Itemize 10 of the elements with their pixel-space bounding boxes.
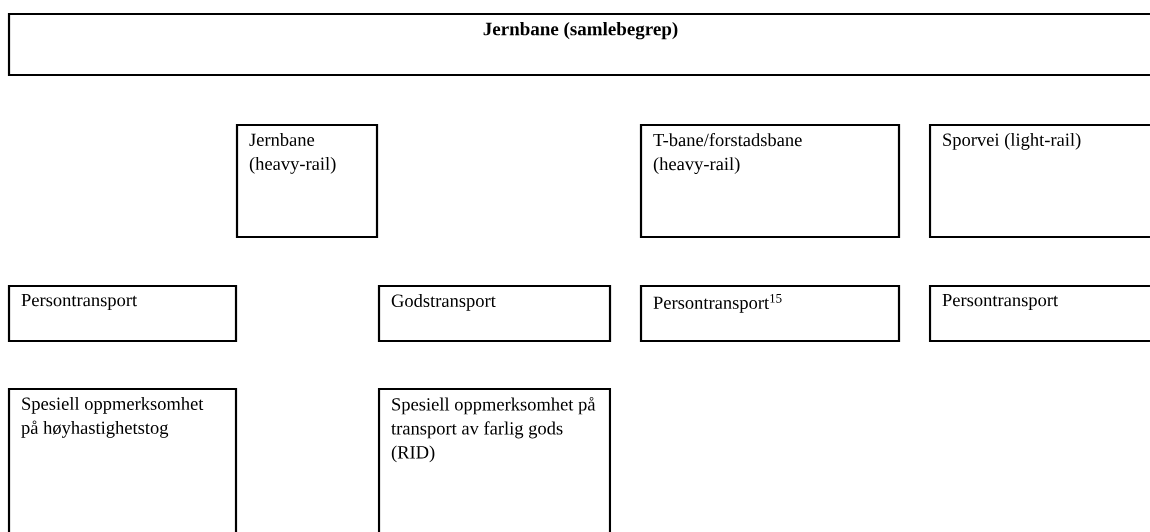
category-box: Spesiell oppmerksomhet på transport av farlig gods (RID) [377,387,612,532]
category-box: Godstransport [377,284,612,343]
category-box: Sporvei (light-rail) [928,123,1150,239]
category-box: Spesiell oppmerksomhet på høyhastighetstog [7,387,238,532]
category-box: Jernbane (heavy-rail) [235,123,379,239]
category-box: Persontransport$^{15}$ [639,284,901,343]
category-box: T-bane/forstadsbane (heavy-rail) [639,123,901,239]
category-box: Persontransport [7,284,238,343]
category-box: Persontransport [928,284,1150,343]
title-box: Jernbane (samlebegrep) [7,12,1150,77]
